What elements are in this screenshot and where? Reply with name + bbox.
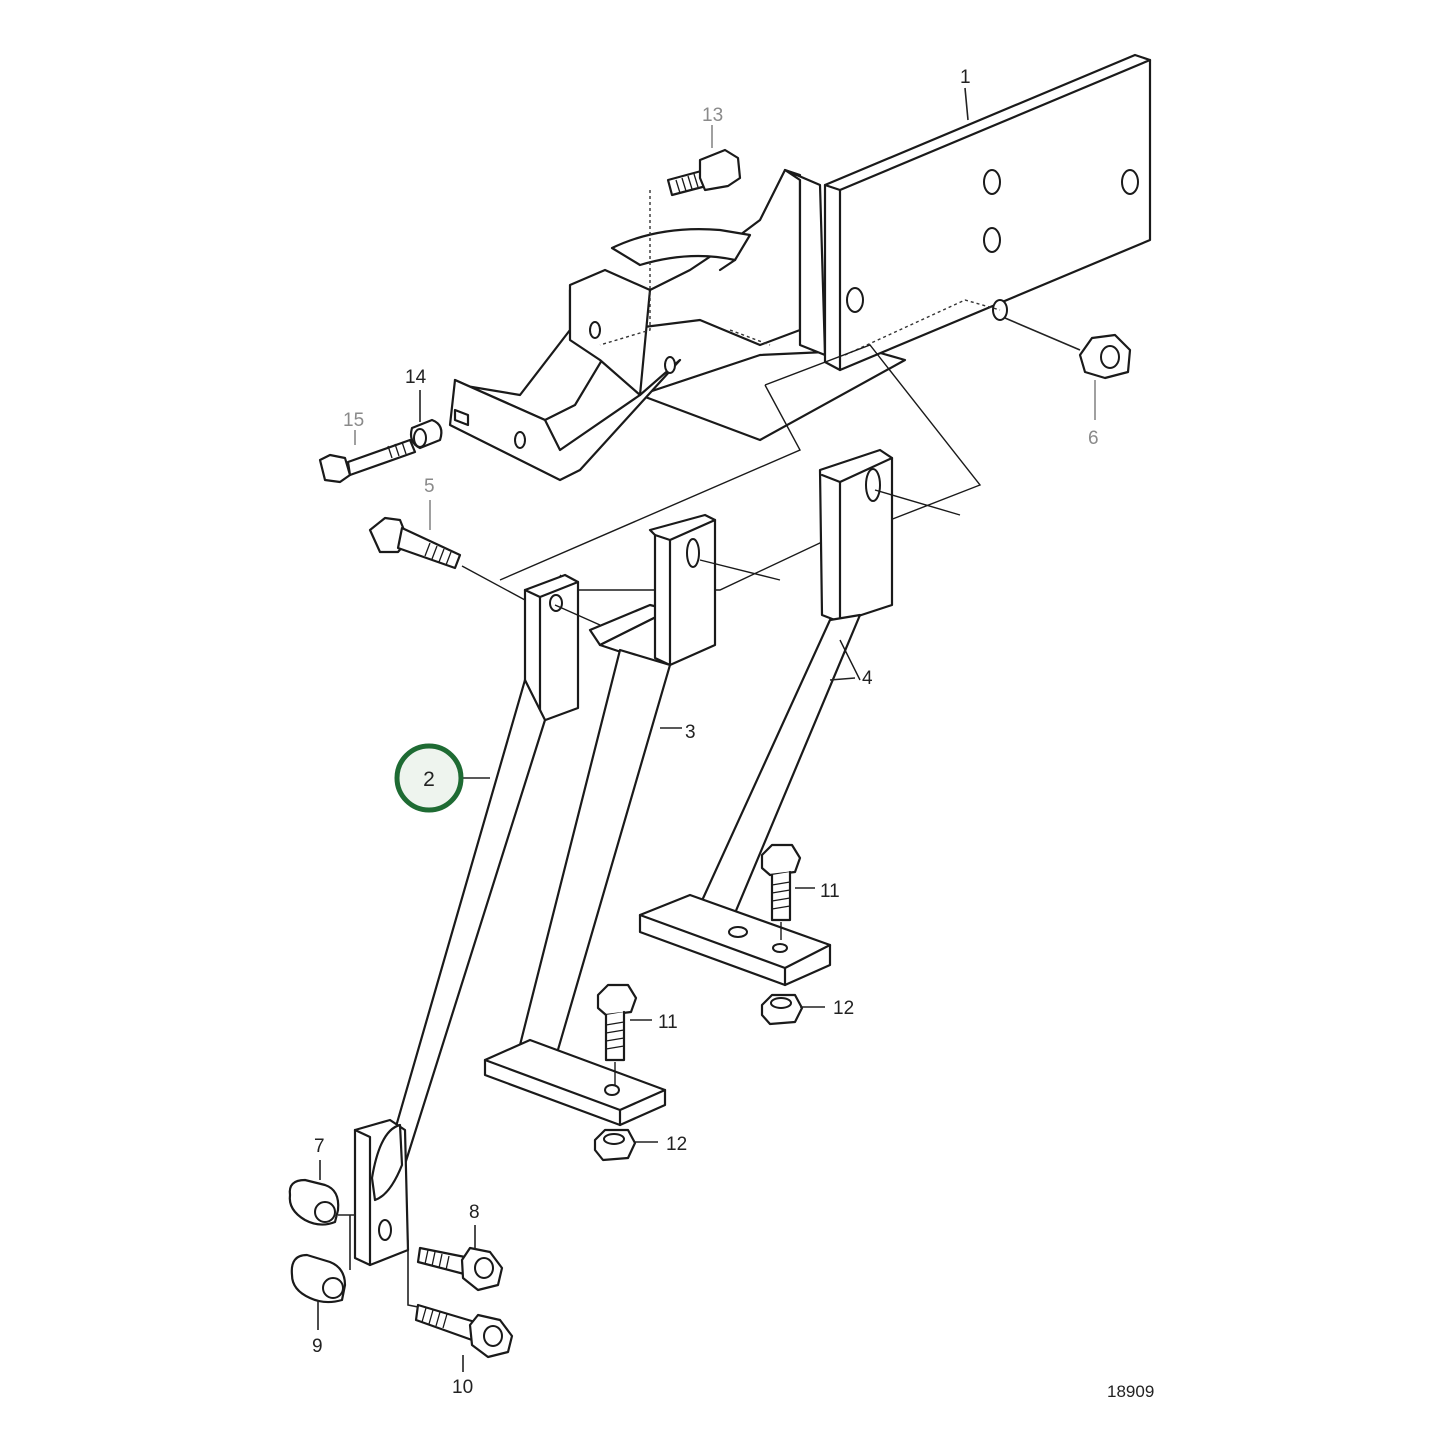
part-15-bolt xyxy=(318,430,417,484)
part-14-spacer xyxy=(409,390,443,450)
callout-3: 3 xyxy=(685,722,696,743)
part-13-bolt xyxy=(666,125,742,197)
part-9-bushing xyxy=(290,1215,351,1330)
callout-14: 14 xyxy=(405,367,427,388)
callout-1: 1 xyxy=(960,67,971,88)
callout-15: 15 xyxy=(343,410,364,431)
part-11-bolt-lower xyxy=(596,983,652,1085)
leader-4 xyxy=(829,677,856,681)
part-3-strut xyxy=(483,513,717,1127)
part-6-flange-nut xyxy=(1004,317,1132,420)
callout-2: 2 xyxy=(423,768,435,791)
part-12-nut-upper xyxy=(760,993,825,1026)
part-8-bolt xyxy=(416,1225,504,1292)
highlighted-callout-2[interactable]: 2 xyxy=(394,743,464,813)
callout-4: 4 xyxy=(862,668,873,689)
callout-5: 5 xyxy=(424,476,435,497)
callout-6: 6 xyxy=(1088,428,1099,449)
part-11-bolt-upper xyxy=(760,843,815,940)
leader-1 xyxy=(964,87,969,121)
part-12-nut-lower xyxy=(593,1128,658,1162)
drawing-number: 18909 xyxy=(1107,1382,1154,1401)
part-1-mounting-bracket xyxy=(448,53,1152,482)
callout-11-upper: 11 xyxy=(820,881,840,902)
callout-10: 10 xyxy=(452,1377,473,1398)
part-7-bushing xyxy=(288,1160,355,1226)
alignment-lines xyxy=(554,489,961,681)
part-5-bolt xyxy=(368,500,526,601)
callout-8: 8 xyxy=(469,1202,480,1223)
callout-7: 7 xyxy=(314,1136,325,1157)
callout-11-lower: 11 xyxy=(658,1012,678,1033)
callout-12-lower: 12 xyxy=(666,1134,687,1155)
part-4-strut xyxy=(638,448,894,987)
callout-9: 9 xyxy=(312,1336,323,1357)
part-10-bolt xyxy=(407,1240,514,1372)
callout-12-upper: 12 xyxy=(833,998,854,1019)
part-2-strut xyxy=(353,573,580,1267)
callout-13: 13 xyxy=(702,105,723,126)
